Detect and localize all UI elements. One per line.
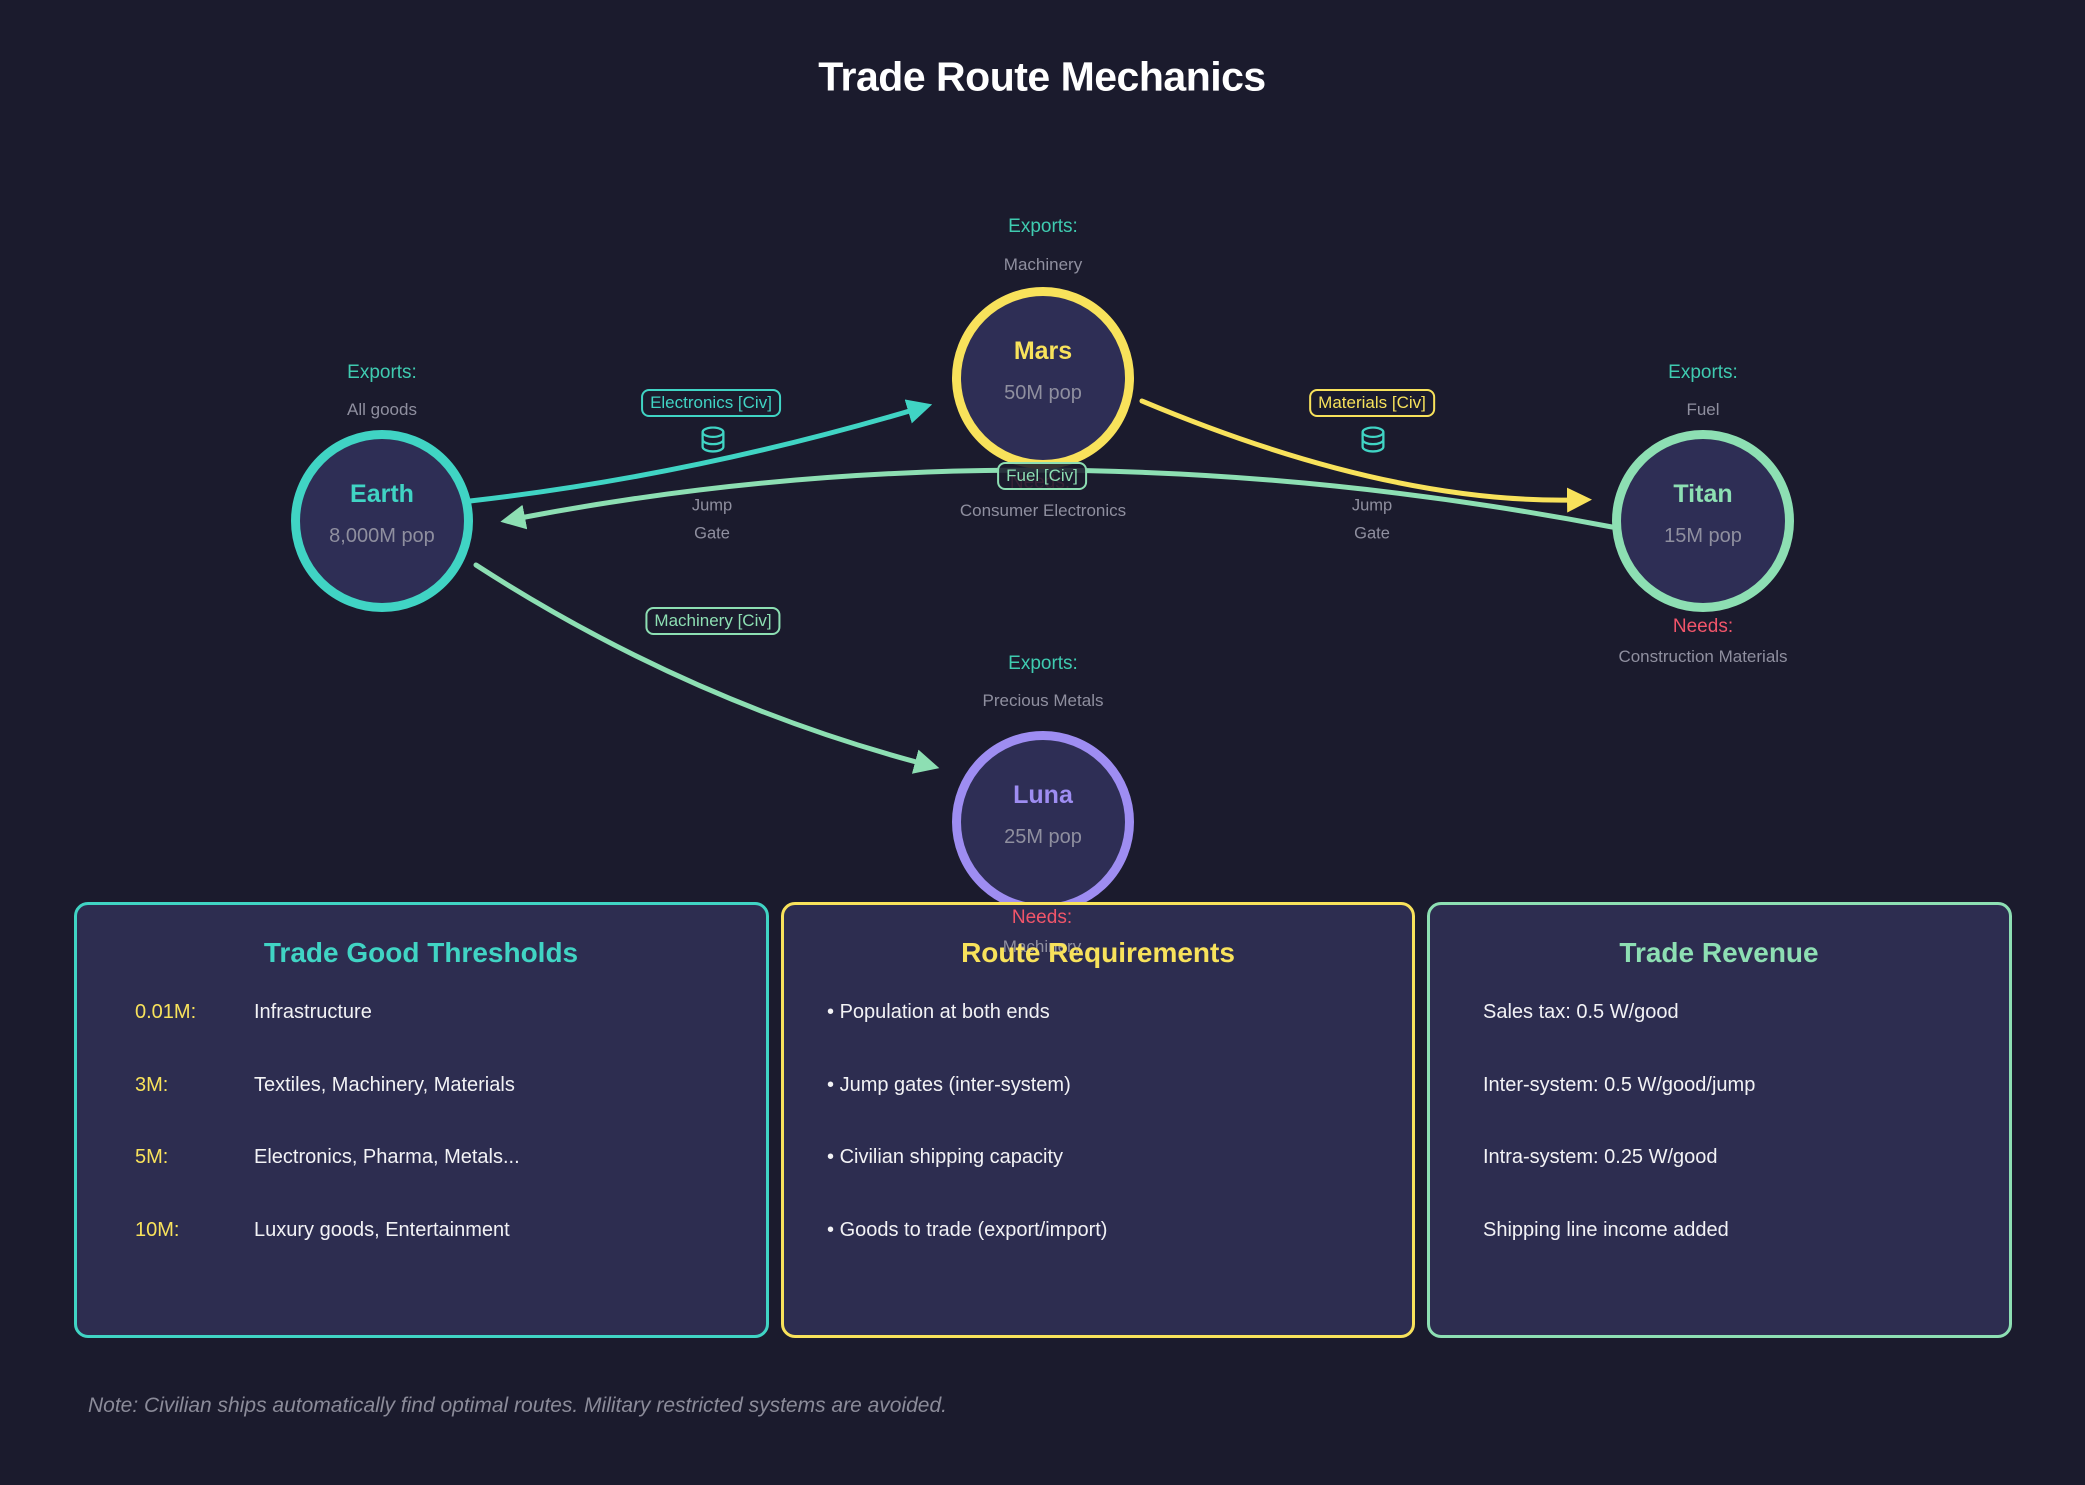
jump-gate-word-2: Gate xyxy=(1354,524,1390,543)
planet-population: 8,000M pop xyxy=(329,525,435,547)
threshold-label: Luxury goods, Entertainment xyxy=(254,1219,510,1241)
threshold-value: 10M: xyxy=(135,1219,180,1241)
route-chip-electronics: Electronics [Civ] xyxy=(641,389,781,417)
requirement-item: Population at both ends xyxy=(839,1001,1050,1023)
planet-name: Earth xyxy=(350,480,414,508)
planet-earth: Earth 8,000M pop xyxy=(291,430,473,612)
planet-name: Luna xyxy=(1013,781,1073,809)
panel-trade-revenue: Sales tax: 0.5 W/good Inter-system: 0.5 … xyxy=(1427,902,2012,1338)
bullet: • xyxy=(827,1146,835,1168)
revenue-item: Inter-system: 0.5 W/good/jump xyxy=(1483,1074,1756,1096)
mars-needs-value: Consumer Electronics xyxy=(959,501,1127,520)
threshold-value: 0.01M: xyxy=(135,1001,197,1023)
planet-name: Mars xyxy=(1013,337,1073,365)
threshold-value: 3M: xyxy=(135,1074,169,1096)
titan-needs-label: Needs: xyxy=(1672,616,1734,637)
bullet: • xyxy=(827,1074,835,1096)
threshold-label: Infrastructure xyxy=(254,1001,372,1023)
jump-gate-icon xyxy=(1361,426,1385,453)
route-electronics-earth-mars xyxy=(467,399,933,504)
bullet: • xyxy=(827,1001,835,1023)
earth-exports-label: Exports: xyxy=(347,362,417,383)
route-chip-materials: Materials [Civ] xyxy=(1309,389,1435,417)
luna-exports-value: Precious Metals xyxy=(982,691,1104,710)
panel-title-thresholds: Trade Good Thresholds xyxy=(263,937,579,968)
panel-title-revenue: Trade Revenue xyxy=(1619,937,1819,968)
mars-exports-value: Machinery xyxy=(1003,255,1083,274)
requirement-item: Jump gates (inter-system) xyxy=(839,1074,1071,1096)
planet-population: 50M pop xyxy=(1004,382,1082,404)
jump-gate-word-1: Jump xyxy=(691,496,733,515)
revenue-item: Shipping line income added xyxy=(1483,1219,1729,1241)
planet-population: 15M pop xyxy=(1664,525,1742,547)
luna-needs-label: Needs: xyxy=(1011,907,1073,928)
route-materials-mars-titan xyxy=(1139,398,1592,513)
jump-gate-icon xyxy=(701,426,725,453)
route-machinery-earth-luna xyxy=(473,562,940,774)
titan-exports-label: Exports: xyxy=(1668,362,1738,383)
mars-exports-label: Exports: xyxy=(1008,216,1078,237)
earth-exports-value: All goods xyxy=(347,400,417,419)
bullet: • xyxy=(827,1219,835,1241)
requirement-item: Goods to trade (export/import) xyxy=(839,1219,1108,1241)
requirement-item: Civilian shipping capacity xyxy=(839,1146,1064,1168)
panel-trade-good-thresholds: 0.01M: Infrastructure 3M: Textiles, Machin… xyxy=(74,902,769,1338)
footnote: Note: Civilian ships automatically find … xyxy=(88,1394,948,1417)
route-chip-fuel: Fuel [Civ] xyxy=(997,462,1087,490)
planet-name: Titan xyxy=(1673,480,1733,508)
route-chip-machinery: Machinery [Civ] xyxy=(645,607,781,635)
planet-titan: Titan 15M pop xyxy=(1612,430,1794,612)
page-title: Trade Route Mechanics xyxy=(818,53,1266,100)
threshold-label: Textiles, Machinery, Materials xyxy=(254,1074,515,1096)
jump-gate-word-1: Jump xyxy=(1351,496,1393,515)
threshold-value: 5M: xyxy=(135,1146,169,1168)
luna-exports-label: Exports: xyxy=(1008,653,1078,674)
jump-gate-word-2: Gate xyxy=(694,524,730,543)
threshold-label: Electronics, Pharma, Metals... xyxy=(254,1146,520,1168)
titan-exports-value: Fuel xyxy=(1686,400,1720,419)
planet-luna: Luna 25M pop xyxy=(952,731,1134,913)
luna-needs-value: Machinery xyxy=(1002,937,1082,956)
panel-title-requirements: Route Requirements xyxy=(961,937,1235,968)
revenue-item: Intra-system: 0.25 W/good xyxy=(1483,1146,1718,1168)
panel-route-requirements: • Population at both ends • Jump gates (… xyxy=(781,902,1415,1338)
titan-needs-value: Construction Materials xyxy=(1618,647,1788,666)
planet-mars: Mars 50M pop xyxy=(952,287,1134,469)
revenue-item: Sales tax: 0.5 W/good xyxy=(1483,1001,1679,1023)
planet-population: 25M pop xyxy=(1004,826,1082,848)
